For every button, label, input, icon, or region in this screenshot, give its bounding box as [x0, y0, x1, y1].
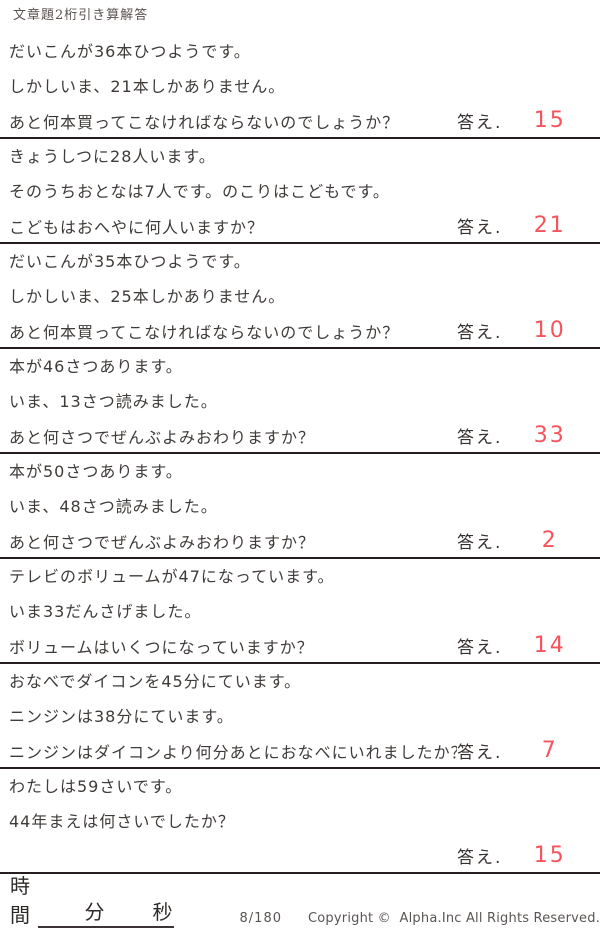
- problem-line: 44年まえは何さいでしたか？: [9, 811, 235, 831]
- answer-group: 答え. 14: [457, 633, 597, 659]
- answer-value: 15: [533, 108, 566, 133]
- problem-line: いま33だんさげました。: [9, 601, 202, 621]
- problem-block-3: だいこんが35本ひつようです。 しかしいま、25本しかありません。 あと何本買っ…: [0, 244, 600, 349]
- problem-line: そのうちおとなは7人です。のこりはこどもです。: [9, 181, 390, 201]
- answer-value: 10: [533, 318, 566, 343]
- problem-block-8: わたしは59さいです。 44年まえは何さいでしたか？ 答え. 15: [0, 769, 600, 874]
- time-entry-line: 分 秒: [37, 896, 174, 928]
- answer-label: 答え.: [457, 638, 503, 658]
- time-label: 時間: [10, 874, 32, 927]
- answer-group: 答え. 10: [457, 318, 597, 344]
- problem-line: しかしいま、21本しかありません。: [9, 76, 286, 96]
- answer-group: 答え. 21: [457, 213, 597, 239]
- answer-value: 7: [541, 738, 558, 763]
- answer-value: 15: [533, 843, 566, 868]
- footer: 時間 分 秒 8/180 Copyright © Alpha.Inc All R…: [0, 874, 600, 928]
- answer-label: 答え.: [457, 113, 503, 133]
- problem-block-5: 本が50さつあります。 いま、48さつ読みました。 あと何さつでぜんぶよみおわり…: [0, 454, 600, 559]
- problem-line: だいこんが36本ひつようです。: [9, 42, 251, 61]
- problem-line: 本が46さつあります。: [9, 357, 183, 376]
- answer-group: 答え. 7: [457, 738, 597, 764]
- problem-question: あと何本買ってこなければならないのでしょうか？: [9, 113, 400, 132]
- problem-line: おなべでダイコンを45分にています。: [9, 672, 302, 691]
- page-number: 8/180: [239, 911, 282, 926]
- problem-question: あと何さつでぜんぶよみおわりますか？: [9, 428, 316, 447]
- problem-block-6: テレビのボリュームが47になっています。 いま33だんさげました。 ボリュームは…: [0, 559, 600, 664]
- minutes-label: 分: [84, 900, 106, 924]
- answer-group: 答え. 15: [457, 108, 597, 134]
- answer-label: 答え.: [457, 218, 503, 238]
- problem-line: しかしいま、25本しかありません。: [9, 286, 286, 306]
- answer-value: 2: [541, 528, 558, 553]
- minutes-blank: [38, 924, 85, 925]
- answer-group: 答え. 33: [457, 423, 597, 449]
- problem-line: いま、48さつ読みました。: [9, 496, 218, 516]
- answer-label: 答え.: [457, 533, 503, 553]
- problem-question: あと何さつでぜんぶよみおわりますか？: [9, 533, 316, 552]
- page-title: 文章題2桁引き算解答: [13, 8, 149, 23]
- answer-row: あと何本買ってこなければならないのでしょうか？ 答え. 15: [0, 103, 600, 137]
- problem-block-2: きょうしつに28人います。 そのうちおとなは7人です。のこりはこどもです。 こど…: [0, 139, 600, 244]
- problem-block-7: おなべでダイコンを45分にています。 ニンジンは38分にています。 ニンジンはダ…: [0, 664, 600, 769]
- problem-question: あと何本買ってこなければならないのでしょうか？: [9, 323, 400, 342]
- copyright-text: Copyright © Alpha.Inc All Rights Reserve…: [308, 911, 600, 926]
- problem-block-4: 本が46さつあります。 いま、13さつ読みました。 あと何さつでぜんぶよみおわり…: [0, 349, 600, 454]
- problem-list: だいこんが36本ひつようです。 しかしいま、21本しかありません。 あと何本買っ…: [0, 34, 600, 874]
- answer-label: 答え.: [457, 428, 503, 448]
- problem-line: ニンジンは38分にています。: [9, 706, 234, 726]
- answer-row: ニンジンはダイコンより何分あとにおなべにいれましたか？ 答え. 7: [0, 733, 600, 767]
- answer-group: 答え. 2: [457, 528, 597, 554]
- problem-question: ニンジンはダイコンより何分あとにおなべにいれましたか？: [9, 743, 457, 762]
- answer-row: あと何本買ってこなければならないのでしょうか？ 答え. 10: [0, 313, 600, 347]
- answer-value: 21: [533, 213, 566, 238]
- problem-line: テレビのボリュームが47になっています。: [9, 567, 335, 586]
- problem-block-1: だいこんが36本ひつようです。 しかしいま、21本しかありません。 あと何本買っ…: [0, 34, 600, 139]
- answer-label: 答え.: [457, 743, 503, 763]
- answer-label: 答え.: [457, 323, 503, 343]
- answer-value: 14: [533, 633, 566, 658]
- problem-question: こどもはおへやに何人いますか？: [9, 218, 265, 237]
- answer-row: あと何さつでぜんぶよみおわりますか？ 答え. 2: [0, 523, 600, 557]
- problem-question: ボリュームはいくつになっていますか？: [9, 638, 314, 657]
- seconds-label: 秒: [152, 900, 174, 924]
- answer-label: 答え.: [457, 848, 503, 868]
- problem-line: きょうしつに28人います。: [9, 147, 216, 166]
- answer-row: 答え. 15: [0, 838, 600, 872]
- answer-group: 答え. 15: [457, 843, 597, 869]
- seconds-blank: [106, 924, 153, 925]
- answer-row: あと何さつでぜんぶよみおわりますか？ 答え. 33: [0, 418, 600, 452]
- answer-row: こどもはおへやに何人いますか？ 答え. 21: [0, 208, 600, 242]
- problem-line: わたしは59さいです。: [9, 777, 183, 796]
- problem-line: 本が50さつあります。: [9, 462, 183, 481]
- problem-line: いま、13さつ読みました。: [9, 391, 218, 411]
- answer-value: 33: [533, 423, 566, 448]
- problem-line: だいこんが35本ひつようです。: [9, 252, 251, 271]
- answer-row: ボリュームはいくつになっていますか？ 答え. 14: [0, 628, 600, 662]
